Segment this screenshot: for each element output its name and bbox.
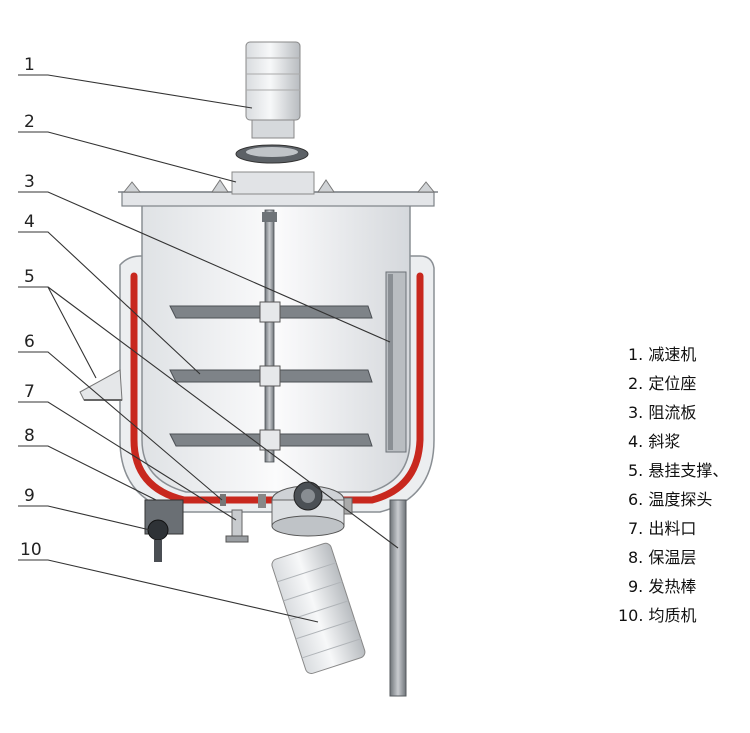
leader-5b <box>47 286 399 549</box>
temperature-probe <box>220 494 226 506</box>
legend-item-6: 6. 温度探头 <box>628 490 712 509</box>
homogenizer <box>271 481 366 674</box>
legend-item-5: 5. 悬挂支撑、 <box>628 461 728 480</box>
discharge-outlet <box>231 509 243 537</box>
agitator-shaft <box>264 209 275 463</box>
callout-4: 4 <box>24 212 35 232</box>
legend-item-1: 1. 减速机 <box>628 345 696 364</box>
homogenizer-motor <box>271 542 366 674</box>
callout-2: 2 <box>24 112 35 132</box>
flange-lug-right <box>416 181 436 193</box>
legend-item-10: 10. 均质机 <box>618 606 697 625</box>
legend: 1. 减速机 2. 定位座 3. 阻流板 4. 斜浆 5. 悬挂支撑、 6. 温… <box>618 345 728 625</box>
leader-6 <box>18 351 223 501</box>
tank <box>118 179 438 513</box>
callout-7: 7 <box>24 382 35 402</box>
legend-item-9: 9. 发热棒 <box>628 577 696 596</box>
support-bracket <box>79 369 123 401</box>
callout-5: 5 <box>24 267 35 287</box>
heating-rod <box>144 499 184 562</box>
legend-item-7: 7. 出料口 <box>628 519 696 538</box>
leader-3 <box>18 191 391 343</box>
leader-9 <box>18 505 151 531</box>
reducer-motor <box>245 41 301 121</box>
leader-2 <box>18 131 237 183</box>
leader-1 <box>18 74 253 109</box>
callout-6: 6 <box>24 332 35 352</box>
positioning-seat <box>231 171 315 195</box>
leader-7 <box>18 401 237 521</box>
callout-8: 8 <box>24 426 35 446</box>
leader-10 <box>18 559 319 623</box>
legend-item-2: 2. 定位座 <box>628 374 696 393</box>
callout-1: 1 <box>24 55 35 75</box>
legend-item-4: 4. 斜浆 <box>628 432 680 451</box>
leader-lines <box>18 74 399 623</box>
flange-lug-mid-left <box>211 179 229 193</box>
support-leg <box>389 499 407 697</box>
callout-3: 3 <box>24 172 35 192</box>
callout-numbers: 1 2 3 4 5 6 7 8 9 10 <box>20 55 42 560</box>
callout-9: 9 <box>24 486 35 506</box>
legend-item-3: 3. 阻流板 <box>628 403 696 422</box>
legend-item-8: 8. 保温层 <box>628 548 696 567</box>
leader-4 <box>18 231 201 375</box>
reducer-assembly <box>231 41 315 195</box>
leader-8 <box>18 445 157 501</box>
inner-shell <box>141 204 411 493</box>
flange-lug-left <box>122 181 142 193</box>
callout-10: 10 <box>20 540 42 560</box>
flange-lug-mid-right <box>317 179 335 193</box>
bottom-fittings <box>144 494 353 562</box>
agitator <box>169 209 373 463</box>
